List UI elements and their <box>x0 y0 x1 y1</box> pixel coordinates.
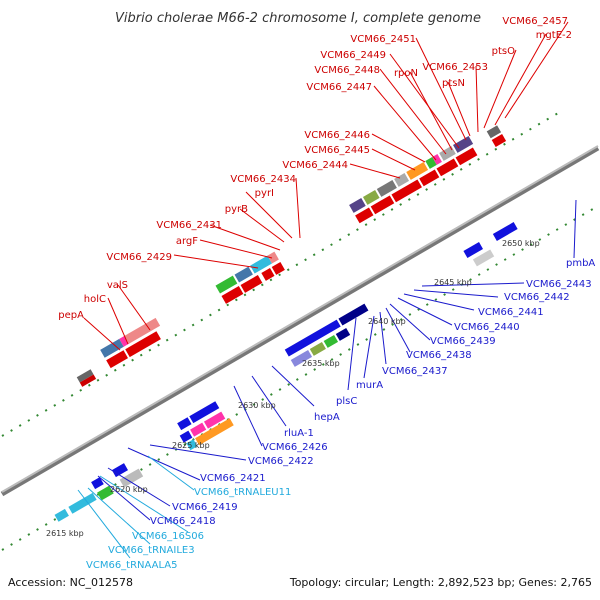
gene-label: rpoN <box>394 68 418 79</box>
accession-text: Accession: NC_012578 <box>8 576 133 589</box>
tick-2615: 2615 kbp <box>46 529 84 538</box>
gene-label: VCM66_2444 <box>282 160 348 171</box>
reverse-features <box>54 222 518 522</box>
genome-summary-text: Topology: circular; Length: 2,892,523 bp… <box>289 576 592 589</box>
gene-label: VCM66_2447 <box>306 82 372 93</box>
gene-label: VCM66_2418 <box>150 516 216 527</box>
reverse-labels: VCM66_2418 VCM66_2419 VCM66_2421 VCM66_2… <box>150 258 595 527</box>
tick-2650: 2650 kbp <box>502 239 540 248</box>
scale-ticks: 2615 kbp 2620 kbp 2625 kbp 2630 kbp 2635… <box>46 239 540 538</box>
gene-label: VCM66_2443 <box>526 279 592 290</box>
gene-label: pyrB <box>225 204 248 215</box>
gene-label: murA <box>356 380 383 391</box>
rna-label-leaders <box>77 455 195 559</box>
chromosome-backbone <box>0 145 600 497</box>
gene-label: argF <box>176 236 198 247</box>
gene-label: pmbA <box>566 258 595 269</box>
gene-label: ptsO <box>492 46 515 57</box>
reverse-label-leaders <box>97 199 577 521</box>
gene-label: rluA-1 <box>284 428 314 439</box>
tick-2645: 2645 kbp <box>434 278 472 287</box>
tick-2630: 2630 kbp <box>238 401 276 410</box>
gene-label: VCM66_tRNAILE3 <box>108 545 195 556</box>
tick-2620: 2620 kbp <box>110 485 148 494</box>
gene-label: VCM66_16S06 <box>132 531 204 542</box>
forward-label-leaders <box>83 21 569 351</box>
gene-label: VCM66_2439 <box>430 336 496 347</box>
gene-label: VCM66_2437 <box>382 366 448 377</box>
forward-guide-line <box>1 111 561 437</box>
gene-label: VCM66_tRNALEU11 <box>194 487 291 498</box>
gene-label: VCM66_2453 <box>422 62 488 73</box>
tick-2640: 2640 kbp <box>368 317 406 326</box>
gene-label: VCM66_2421 <box>200 473 266 484</box>
gene-label: VCM66_2448 <box>314 65 380 76</box>
gene-label: VCM66_2422 <box>248 456 314 467</box>
gene-label: VCM66_2446 <box>304 130 370 141</box>
rna-labels: VCM66_tRNAALA5 VCM66_tRNAILE3 VCM66_16S0… <box>86 487 291 571</box>
forward-features <box>76 125 507 387</box>
gene-label: VCM66_2441 <box>478 307 544 318</box>
gene-label: VCM66_2440 <box>454 322 520 333</box>
gene-label: VCM66_2434 <box>230 174 296 185</box>
tick-2625: 2625 kbp <box>172 441 210 450</box>
gene-label: holC <box>84 294 106 305</box>
gene-label: pyrI <box>255 188 274 199</box>
gene-label: hepA <box>314 412 340 423</box>
gene-label: VCM66_2419 <box>172 502 238 513</box>
gene-label: VCM66_2431 <box>156 220 222 231</box>
gene-label: mgtE-2 <box>536 30 572 41</box>
gene-label: VCM66_2449 <box>320 50 386 61</box>
tick-2635: 2635 kbp <box>302 359 340 368</box>
gene-label: VCM66_2426 <box>262 442 328 453</box>
map-title: Vibrio cholerae M66-2 chromosome I, comp… <box>115 11 481 26</box>
gene-label: ptsN <box>442 78 465 89</box>
gene-label: VCM66_tRNAALA5 <box>86 560 178 571</box>
gene-label: VCM66_2457 <box>502 16 568 27</box>
gene-label: VCM66_2429 <box>106 252 172 263</box>
gene-label: VCM66_2451 <box>350 34 416 45</box>
gene-label: pepA <box>58 310 84 321</box>
gene-label: VCM66_2438 <box>406 350 472 361</box>
gene-label: VCM66_2445 <box>304 145 370 156</box>
forward-labels: pepA holC valS VCM66_2429 argF VCM66_243… <box>58 16 572 321</box>
gene-label: plsC <box>336 396 357 407</box>
gene-label: valS <box>107 280 128 291</box>
gene-label: VCM66_2442 <box>504 292 570 303</box>
